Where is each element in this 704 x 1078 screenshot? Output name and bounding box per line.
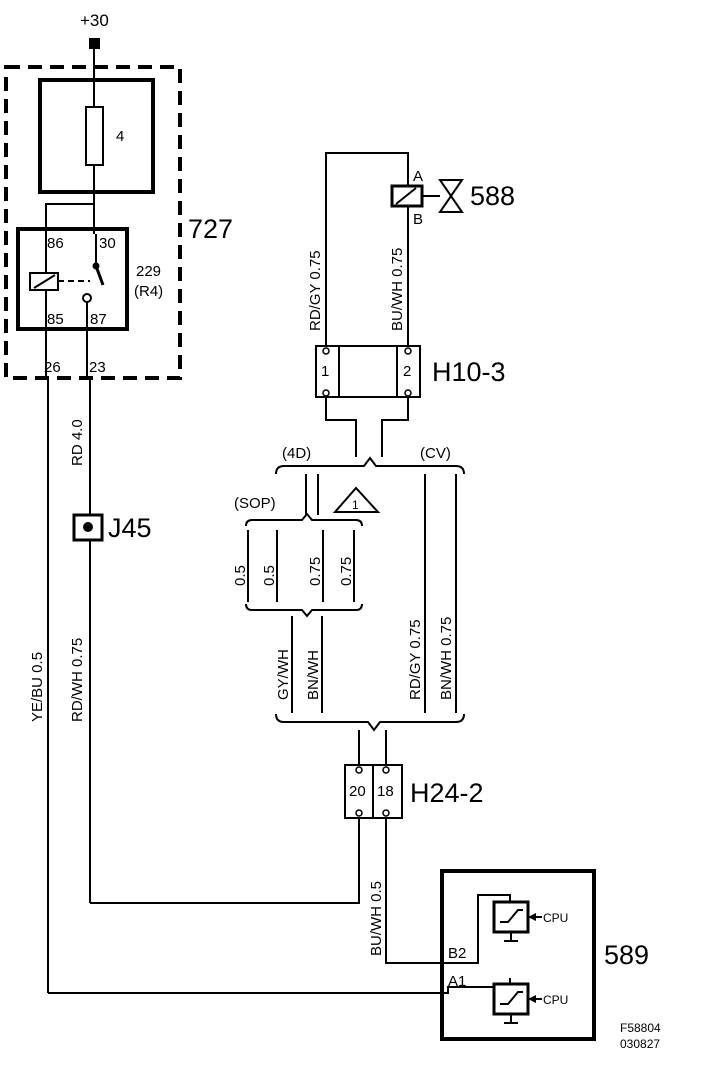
splice-j45-dot [83,522,93,532]
wire-label-yebu-05: YE/BU 0.5 [29,652,46,722]
relay-out-pin-26: 26 [44,359,61,376]
connector-h24-2-pin-20: 20 [349,783,366,800]
splice-j45-label: J45 [108,513,152,543]
fuse-element [85,106,104,166]
wire-label-buwh-05: BU/WH 0.5 [368,881,385,956]
module-589-body [440,869,596,1041]
wire-buwh-to-589 [385,818,511,964]
cpu-label-b2: CPU [543,911,568,925]
sizes-bracket [245,603,363,618]
connector-pin-dot [355,766,363,774]
wire-label-bnwh-075: BN/WH 0.75 [438,617,455,700]
variant-bracket [275,456,465,475]
connector-pin-dot [382,766,390,774]
valve-icon-bottom [438,194,464,213]
size-label-1: 0.5 [232,565,249,586]
connector-h10-3 [315,345,421,398]
relay-86-feed [45,203,94,234]
component-588-label: 588 [470,181,515,211]
component-588-coil-diag [395,187,417,205]
driver-a1-symbol [500,991,523,1005]
relay-pin-85: 85 [47,311,64,328]
fusebox-727-outline [4,65,182,380]
connector-h24-2-pin-18: 18 [377,783,394,800]
module-589-label: 589 [604,940,649,970]
connector-pin-dot [322,347,330,355]
wire-h10-pin1-down [325,397,357,457]
relay-coil-diagonal [33,274,56,289]
connector-h10-3-label: H10-3 [432,357,506,387]
relay-pin-30: 30 [99,235,116,252]
relay-229-sub: (R4) [134,283,163,300]
wire-588-loop [325,152,409,346]
fusebox-727-label: 727 [188,214,233,244]
connector-pin-dot [404,347,412,355]
variant-sop: (SOP) [234,495,276,512]
size-label-2: 0.5 [261,565,278,586]
relay-229-label: 229 [136,263,161,280]
wire-label-rdgy-075: RD/GY 0.75 [407,619,424,700]
figure-date: 030827 [620,1037,660,1051]
wire-label-rd-4: RD 4.0 [69,419,86,466]
fuse-holder [38,78,155,194]
arrow-icon [528,913,536,921]
relay-pin-86: 86 [47,235,64,252]
connector-pin-dot [382,809,390,817]
relay-contact-87 [82,293,92,303]
component-588-pin-b: B [413,211,423,228]
variant-cv: (CV) [420,445,451,462]
fuse-number: 4 [116,128,124,145]
relay-switch-arm [94,265,105,286]
driver-b2-symbol [500,909,523,923]
power-label: +30 [80,11,109,30]
size-label-4: 0.75 [338,557,355,586]
sop-bracket [245,512,363,527]
connector-h24-2-label: H24-2 [410,778,484,808]
component-588-pin-a: A [413,168,423,185]
note-number: 1 [352,498,359,512]
valve-icon-top [438,179,464,198]
wire-label-bnwh: BN/WH [305,650,322,700]
module-589-pin-a1: A1 [448,973,466,990]
note-triangle [332,486,381,513]
arrow-icon [528,995,536,1003]
module-589-pin-b2: B2 [448,945,466,962]
connector-h10-3-pin-2: 2 [403,363,411,380]
wire-h10-pin2-down [381,397,409,457]
figure-code: F58804 [620,1021,661,1035]
cpu-label-a1: CPU [543,993,568,1007]
connector-h10-3-pin-1: 1 [321,363,329,380]
power-terminal [89,38,100,49]
wire-rdwh-to-h24 [90,818,360,904]
bottom-bracket [275,713,465,732]
connector-pin-dot [404,389,412,397]
connector-pin-dot [322,389,330,397]
size-label-3: 0.75 [307,557,324,586]
variant-4d: (4D) [282,445,311,462]
wire-label-rdwh-075: RD/WH 0.75 [69,638,86,722]
relay-out-pin-23: 23 [89,359,106,376]
relay-pin-87: 87 [90,311,107,328]
wire-label-rdgy-top: RD/GY 0.75 [307,250,324,331]
relay-229-body [16,227,129,331]
wire-label-gywh: GY/WH [275,649,292,700]
wire-label-buwh-top: BU/WH 0.75 [389,248,406,331]
connector-pin-dot [355,809,363,817]
